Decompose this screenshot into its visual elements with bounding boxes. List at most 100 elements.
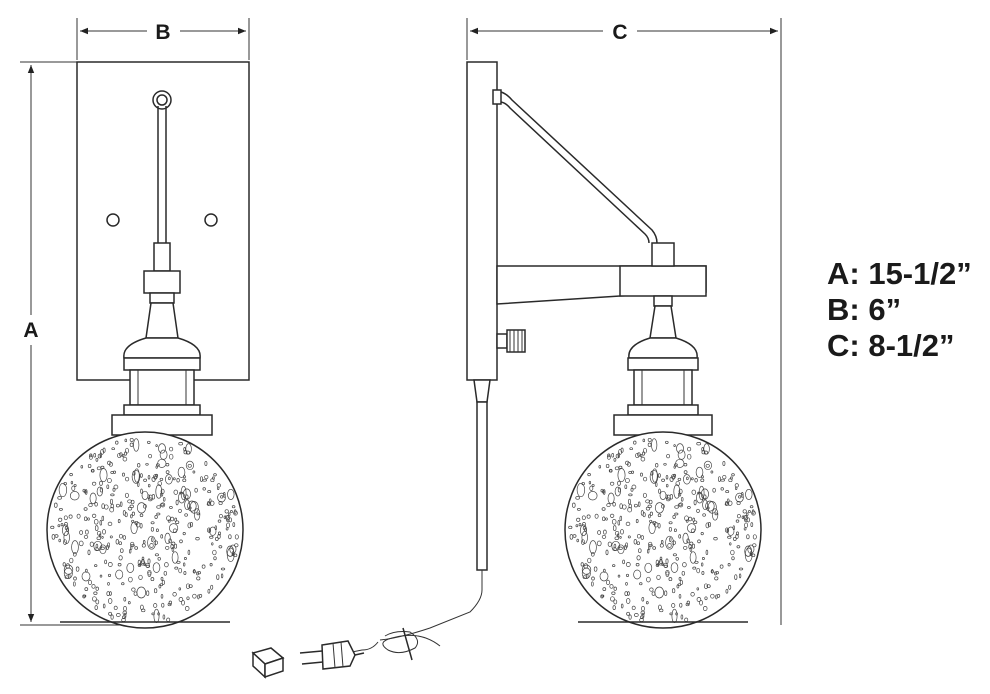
glass-seed — [151, 612, 155, 616]
glass-seed — [673, 444, 676, 447]
glass-seed — [714, 512, 718, 516]
glass-seed — [232, 553, 238, 558]
glass-seed — [613, 586, 617, 591]
glass-seed — [95, 586, 99, 591]
glass-seed — [167, 602, 172, 607]
glass-seed — [54, 502, 58, 508]
glass-seed — [122, 456, 128, 462]
glass-seed — [209, 535, 214, 539]
glass-seed — [153, 603, 158, 608]
glass-seed — [158, 443, 166, 454]
glass-seed — [678, 576, 682, 581]
glass-seed — [171, 546, 175, 552]
glass-seed — [656, 574, 661, 580]
glass-seed — [108, 611, 112, 616]
glass-seed — [682, 532, 689, 545]
glass-seed — [681, 570, 685, 576]
glass-seed — [576, 517, 581, 522]
glass-seed — [131, 511, 135, 516]
glass-seed — [153, 540, 159, 545]
glass-seed — [750, 553, 756, 558]
glass-seed — [655, 482, 658, 487]
glass-seed — [712, 487, 716, 493]
glass-seed — [227, 512, 231, 517]
glass-seed — [696, 508, 700, 513]
glass-seed — [171, 551, 179, 564]
glass-seed — [649, 511, 653, 516]
glass-seed — [186, 596, 190, 601]
glass-seed — [115, 569, 124, 580]
glass-seed — [162, 614, 166, 620]
glass-seed — [73, 483, 77, 488]
glass-seed — [169, 453, 174, 460]
glass-seed — [651, 438, 658, 452]
glass-seed — [196, 512, 200, 516]
glass-seed — [210, 584, 214, 590]
glass-seed — [738, 495, 742, 499]
glass-seed — [137, 482, 140, 487]
glass-seed — [700, 488, 709, 500]
glass-seed — [611, 519, 617, 525]
glass-seed — [698, 485, 705, 501]
glass-seed — [751, 509, 755, 515]
glass-seed — [157, 480, 162, 487]
glass-seed — [195, 537, 200, 541]
glass-seed — [133, 438, 140, 452]
glass-seed — [635, 452, 640, 459]
glass-seed — [147, 571, 152, 577]
glass-seed — [143, 504, 147, 509]
glass-seed — [218, 531, 221, 536]
glass-seed — [668, 526, 672, 532]
glass-seed — [217, 486, 220, 490]
glass-seed — [581, 539, 585, 545]
glass-seed — [665, 571, 670, 577]
glass-seed — [736, 500, 741, 506]
glass-seed — [223, 515, 227, 520]
glass-seed — [96, 530, 102, 536]
glass-seed — [719, 564, 724, 569]
glass-seed — [606, 503, 611, 508]
glass-seed — [606, 454, 611, 460]
glass-seed — [614, 536, 620, 540]
glass-seed — [89, 492, 97, 505]
glass-seed — [650, 470, 654, 476]
glass-seed — [619, 536, 622, 539]
glass-seed — [213, 556, 217, 561]
glass-seed — [668, 577, 673, 582]
glass-seed — [99, 574, 103, 578]
glass-seed — [91, 584, 96, 589]
glass-seed — [659, 558, 663, 565]
glass-seed — [99, 487, 103, 493]
legend-b: B: 6” — [827, 292, 902, 327]
glass-seed — [742, 515, 748, 519]
glass-seed — [161, 579, 165, 585]
glass-seed — [722, 460, 726, 467]
glass-seed — [109, 535, 113, 539]
glass-seed — [227, 488, 235, 500]
glass-seed — [648, 541, 653, 547]
glass-seed — [724, 502, 730, 507]
glass-seed — [736, 545, 741, 549]
glass-seed — [702, 499, 708, 511]
glass-seed — [125, 476, 130, 482]
glass-seed — [84, 587, 89, 591]
glass-seed — [742, 509, 747, 514]
glass-seed — [58, 517, 63, 522]
glass-seed — [613, 599, 618, 605]
glass-seed — [216, 574, 220, 580]
glass-seed — [603, 568, 606, 573]
glass-seed — [701, 557, 705, 560]
glass-seed — [140, 488, 143, 494]
glass-seed — [80, 464, 84, 469]
glass-seed — [110, 498, 113, 505]
glass-seed — [62, 562, 66, 567]
glass-seed — [124, 492, 129, 498]
glass-seed — [617, 574, 621, 578]
glass-seed — [220, 567, 226, 571]
glass-seed — [716, 594, 721, 598]
glass-seed — [188, 584, 193, 588]
glass-seed — [738, 567, 744, 571]
glass-seed — [107, 477, 112, 484]
glass-seed — [581, 522, 587, 527]
glass-seed — [100, 465, 105, 469]
